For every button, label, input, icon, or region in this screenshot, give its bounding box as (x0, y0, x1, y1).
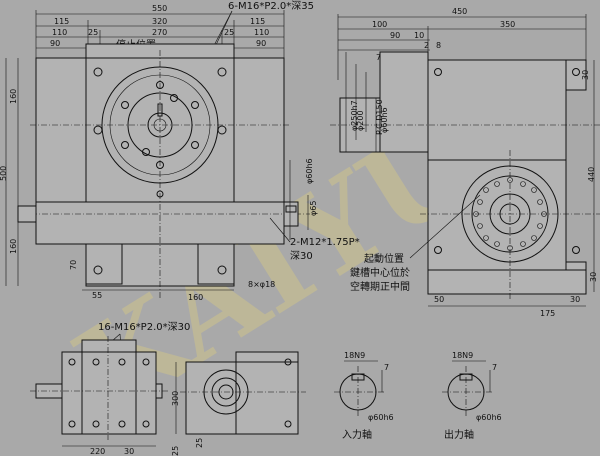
plan-dim-220: 220 (90, 447, 105, 456)
front-dim-115-left: 115 (54, 17, 69, 26)
plan-view-housing (61, 351, 157, 435)
output-diameter: φ60h6 (476, 413, 502, 422)
front-dim-160: 160 (188, 293, 203, 302)
side-keyway-note-2: 空轉期正中間 (350, 280, 410, 293)
front-input-shaft (283, 201, 299, 227)
side-output-flange (379, 51, 429, 153)
side-dim-phi60: φ60h6 (380, 107, 389, 133)
side-dim-phi200: φ200 (356, 110, 365, 131)
side-dim-10: 10 (414, 31, 424, 40)
front-dim-115-right: 115 (250, 17, 265, 26)
output-key-width: 18N9 (452, 351, 473, 360)
side-dim-total-width: 450 (452, 7, 467, 16)
side-dim-8: 8 (436, 41, 441, 50)
front-dim-25-left: 25 (88, 28, 98, 37)
front-dim-holes: 8×φ18 (248, 280, 275, 289)
side-cam-housing (461, 165, 559, 263)
side-view: 450 100 350 90 10 2 8 70 (330, 7, 600, 318)
end-dim-25-a: 25 (171, 446, 180, 456)
front-dim-270: 270 (152, 28, 167, 37)
side-dim-pcd150: P.C.D150 (375, 99, 384, 135)
front-dim-25-right: 25 (224, 28, 234, 37)
bottom-callout: 16-M16*P2.0*深30 (98, 321, 190, 333)
input-diameter: φ60h6 (368, 413, 394, 422)
front-bolt-holes (93, 67, 227, 275)
side-dim-phi250: φ250h7 (350, 100, 359, 131)
side-dim-30-top: 30 (581, 70, 590, 80)
front-dim-110-left: 110 (52, 28, 67, 37)
end-dim-25-b: 25 (195, 438, 204, 448)
front-dim-phi65: φ65 (309, 201, 318, 216)
input-shaft-section: 18N9 7 φ60h6 入力軸 (334, 351, 394, 441)
front-dim-320: 320 (152, 17, 167, 26)
side-dim-350: 350 (500, 20, 515, 29)
front-dim-55: 55 (92, 291, 102, 300)
front-dim-160-bottom: 160 (9, 239, 18, 254)
front-dim-110-right: 110 (254, 28, 269, 37)
front-dim-90-left: 90 (50, 39, 60, 48)
side-base (427, 269, 587, 295)
front-callout-side-depth: 深30 (290, 250, 313, 262)
front-dim-70: 70 (69, 260, 78, 270)
side-dim-2: 2 (424, 41, 429, 50)
input-key-depth: 7 (384, 363, 389, 372)
end-view-housing (185, 361, 299, 435)
side-dim-100: 100 (372, 20, 387, 29)
front-dim-160-top: 160 (9, 89, 18, 104)
input-key-width: 18N9 (344, 351, 365, 360)
input-shaft-label: 入力軸 (342, 428, 372, 441)
output-key-depth: 7 (492, 363, 497, 372)
output-shaft-label: 出力軸 (444, 428, 474, 441)
side-dim-90: 90 (390, 31, 400, 40)
end-dim-300: 300 (171, 391, 180, 406)
front-dim-height: 500 (0, 166, 8, 181)
front-view: 550 115 320 115 110 25 270 25 110 90 90 … (0, 0, 360, 302)
side-dim-50: 50 (434, 295, 444, 304)
bottom-views: 16-M16*P2.0*深30 220 30 300 25 25 (30, 321, 306, 456)
side-dim-30: 30 (570, 295, 580, 304)
output-shaft-section: 18N9 7 φ60h6 出力軸 (442, 351, 502, 441)
front-dim-phi60: φ60h6 (305, 158, 314, 184)
side-input-bore (499, 203, 521, 225)
side-keyway-note-1: 鍵槽中心位於 (350, 266, 410, 279)
front-callout-top: 6-M16*P2.0*深35 (228, 0, 314, 12)
side-start-position: 起動位置 (364, 252, 404, 265)
side-dim-175: 175 (540, 309, 555, 318)
front-callout-side: 2-M12*1.75P* (290, 237, 360, 248)
side-upper-housing (427, 59, 567, 161)
side-dim-30-bottom: 30 (589, 272, 598, 282)
side-dim-440: 440 (587, 167, 596, 182)
front-dim-90-right: 90 (256, 39, 266, 48)
side-roller-holes (434, 68, 580, 254)
side-lower-housing (427, 159, 567, 271)
front-dim-total-width: 550 (152, 4, 167, 13)
plan-dim-30: 30 (124, 447, 134, 456)
